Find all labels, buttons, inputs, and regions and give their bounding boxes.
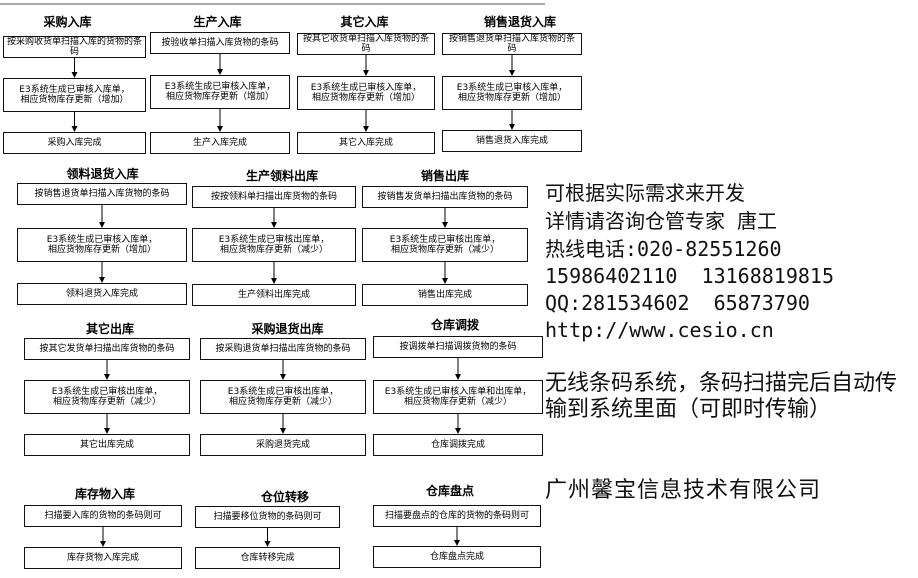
flow-arrowhead [100,541,106,547]
flow-step: 按采购收货单扫描入库的货物的条码 [3,36,146,58]
flow-step: 按销售发货单扫描出库货物的条码 [362,186,528,208]
flow-step: 采购退货完成 [200,434,366,456]
flow-title: 销售出库 [420,169,469,183]
flow-arrowhead [363,70,369,76]
flow-step: 按其它发货单扫描出库货物的条码 [24,338,190,360]
flow-step: 生产入库完成 [150,132,290,154]
flow-arrowhead [280,374,286,380]
flow-step: E3系统生成已审核出库单， 相应货物库存更新（减少） [200,380,366,414]
flow-step: E3系统生成已审核入库单， 相应货物库存更新（增加） [3,78,146,112]
flow-step: 按其它收货单扫描入库货物的条码 [297,33,435,55]
flow-title: 仓位转移 [260,490,309,504]
arrow-group [71,54,515,547]
flow-step: 扫描要移位货物的条码则可 [195,506,340,528]
flow-arrowhead [99,277,105,283]
flow-step: E3系统生成已审核入库单和出库单， 相应货物库存更新（减少） [373,380,543,414]
flow-step: E3系统生成已审核出库单， 相应货物库存更新（减少） [362,228,528,262]
flow-arrowhead [104,428,110,434]
flow-title: 生产领料出库 [245,169,318,183]
flow-title: 库存物入库 [74,487,135,501]
flow-arrowhead [217,69,223,75]
flow-step: 按按领料单扫描出库货物的条码 [192,186,356,208]
flow-step: E3系统生成已审核入库单， 相应货物库存更新（增加） [17,228,187,262]
contact-line: QQ:281534602 65873790 [545,291,810,315]
wireless-note: 无线条码系统，条码扫描完后自动传输到系统里面（可即时传输） [545,371,898,422]
flow-step: 按采购退货单扫描出库货物的条码 [200,338,366,360]
company-name: 广州馨宝信息技术有限公司 [545,478,822,503]
contact-line: 热线电话:020-82551260 [545,237,782,261]
flow-title: 采购入库 [43,15,92,29]
flow-title: 销售退货入库 [483,15,556,29]
flow-step: 仓库转移完成 [195,547,340,569]
flow-title: 仓库盘点 [425,484,474,498]
flow-arrowhead [104,374,110,380]
flow-title: 领料退货入库 [66,167,139,181]
contact-line: 可根据实际需求来开发 [545,181,745,205]
flow-arrowhead [99,222,105,228]
flow-step: 按验收单扫描入库货物的条码 [150,32,290,54]
contact-link[interactable]: http://www.cesio.cn [545,318,774,342]
flow-step: 库存货物入库完成 [24,547,182,569]
flow-step: 生产领料出库完成 [192,284,356,306]
flow-arrowhead [71,126,78,132]
flow-step: 扫描要入库的货物的条码则可 [24,505,182,527]
flow-step: 仓库调拨完成 [373,434,543,456]
flow-title: 仓库调拨 [430,318,479,332]
flow-arrowhead [454,540,460,546]
flow-arrowhead [442,278,448,284]
flow-step: 仓库盘点完成 [373,546,541,568]
flow-step: E3系统生成已审核入库单， 相应货物库存更新（增加） [442,76,582,110]
contact-line: 详情请咨询仓管专家 唐工 [545,209,778,233]
flow-step: 其它出库完成 [24,434,190,456]
flow-step: 采购入库完成 [3,132,146,154]
flow-step: E3系统生成已审核入库单， 相应货物库存更新（增加） [150,75,290,109]
flow-arrowhead [71,72,78,78]
flow-title: 采购退货出库 [251,322,324,336]
contact-line: 15986402110 13168819815 [545,264,834,288]
flow-arrowhead [271,222,277,228]
flow-step: 按销售退货单扫描入库货物的条码 [442,33,582,55]
flow-arrowhead [264,541,271,547]
flow-step: 按调拨单扫描调拨货物的条码 [373,336,543,358]
flow-arrowhead [363,126,369,132]
flow-arrowhead [442,222,448,228]
flow-step: 销售出库完成 [362,284,528,306]
flow-step: E3系统生成已审核出库单， 相应货物库存更新（减少） [24,380,190,414]
flow-step: 按销售退货单扫描入库货物的条码 [17,183,187,205]
flow-title: 其它出库 [85,322,134,336]
flow-arrowhead [271,278,277,284]
flow-arrowhead [509,70,515,76]
flow-step: E3系统生成已审核出库单， 相应货物库存更新（减少） [192,228,356,262]
flow-step: 销售退货入库完成 [442,130,582,152]
flow-step: 扫描要盘点的仓库的货物的条码则可 [373,505,541,527]
flow-title: 生产入库 [193,15,242,29]
flow-step: 领料退货入库完成 [17,283,187,305]
flow-arrowhead [455,374,461,380]
flow-step: 其它入库完成 [297,132,435,154]
flow-arrowhead [509,124,515,130]
flow-title: 其它入库 [340,15,389,29]
flow-arrowhead [217,126,223,132]
flow-arrowhead [455,428,461,434]
flow-arrowhead [280,428,286,434]
flow-step: E3系统生成已审核入库单， 相应货物库存更新（增加） [297,76,435,110]
